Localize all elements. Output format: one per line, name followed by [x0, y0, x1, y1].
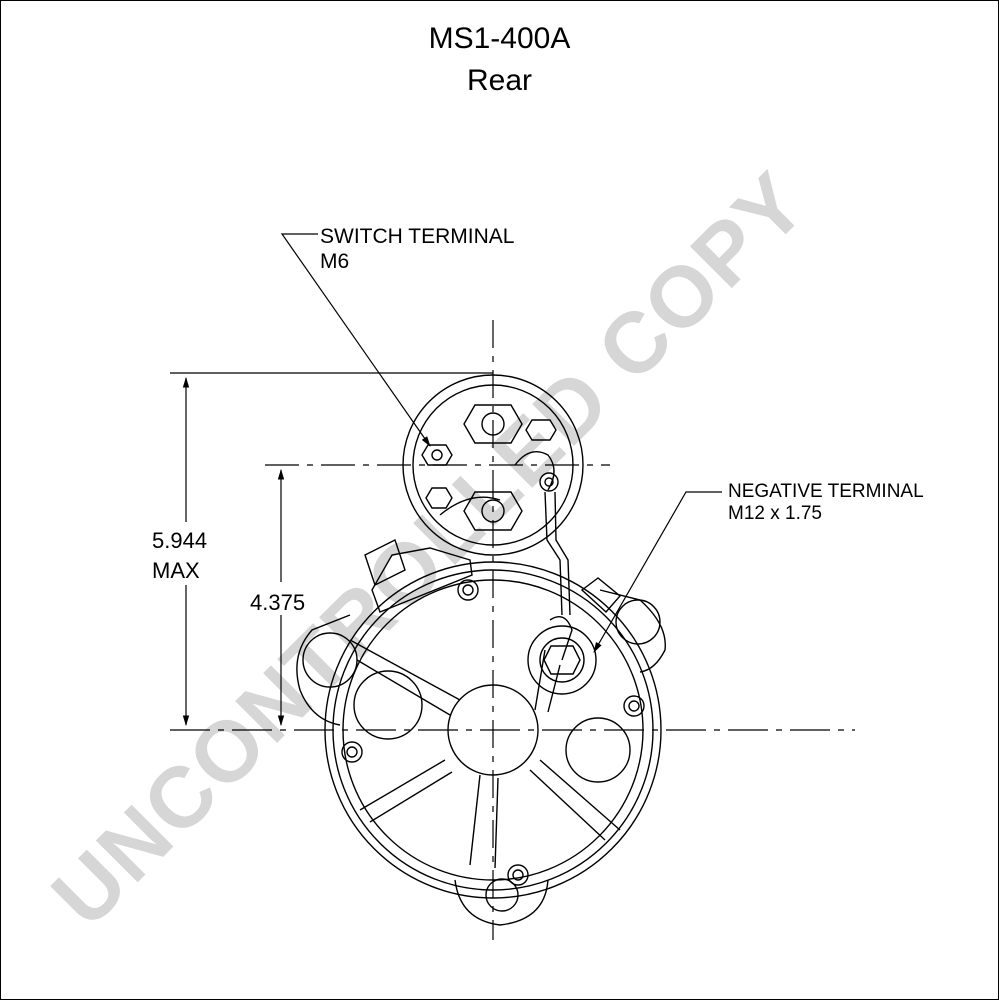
mount-hole-bottom [485, 878, 519, 912]
negative-terminal-label: NEGATIVE TERMINAL [728, 481, 924, 502]
overall-height-suffix: MAX [152, 558, 200, 583]
negative-terminal-thread: M12 x 1.75 [728, 503, 822, 524]
mount-hole-right [615, 599, 661, 645]
switch-terminal-thread: M6 [320, 250, 349, 273]
centerlines [170, 320, 855, 940]
part-number-title: MS1-400A [428, 22, 571, 55]
center-height-value: 4.375 [250, 590, 305, 615]
switch-terminal-label: SWITCH TERMINAL [320, 225, 514, 248]
dimension-lines [170, 372, 493, 727]
overall-height-value: 5.944 [152, 528, 207, 553]
callout-leaders [280, 233, 722, 653]
view-label: Rear [466, 64, 533, 97]
